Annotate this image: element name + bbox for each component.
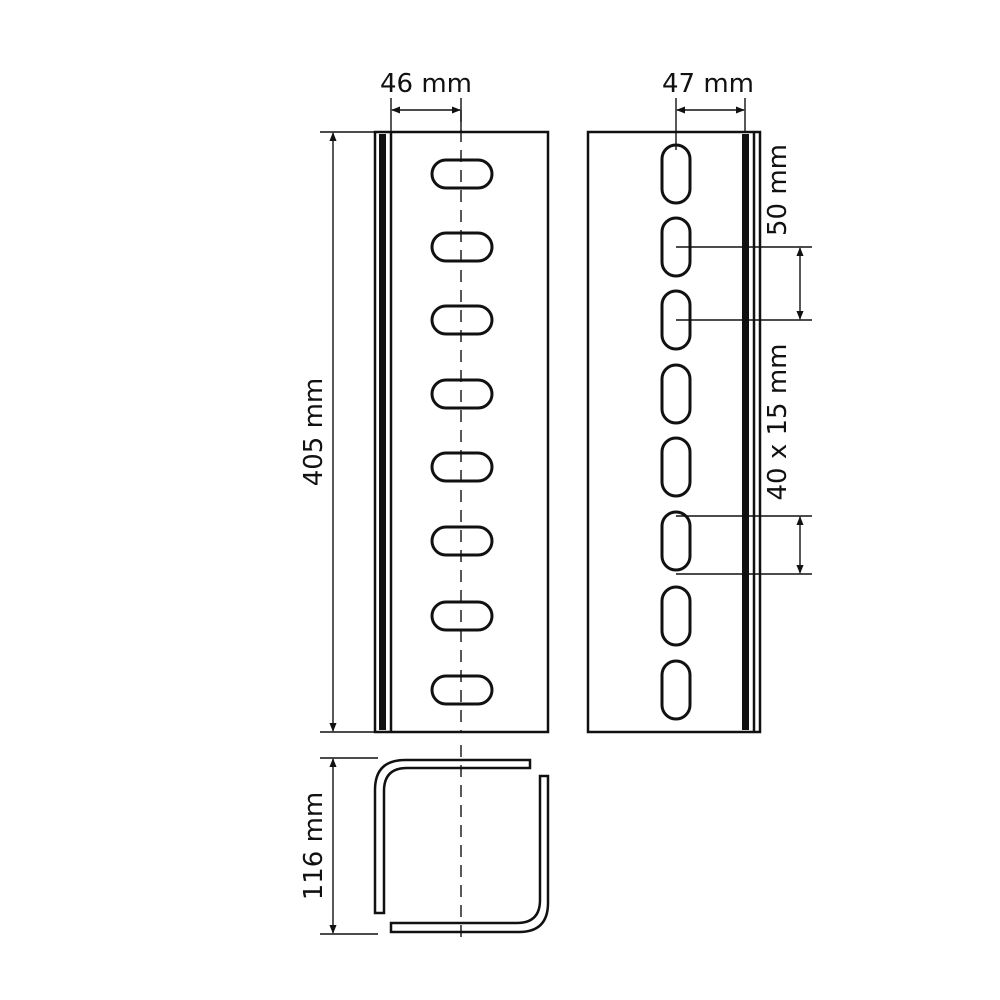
slot-vertical — [660, 363, 692, 425]
width-side-label: 47 mm — [662, 69, 754, 99]
profile-section: 116 mm — [299, 745, 550, 940]
dimension-slot-pitch: 50 mm — [676, 144, 812, 321]
profile-depth-label: 116 mm — [299, 792, 329, 901]
slot-horizontal — [430, 525, 494, 557]
slot-size-label: 40 x 15 mm — [763, 343, 793, 500]
dimension-width-front: 46 mm — [380, 69, 472, 132]
slot-horizontal — [430, 674, 494, 706]
width-front-label: 46 mm — [380, 69, 472, 99]
slot-horizontal — [430, 451, 494, 483]
slot-vertical — [660, 659, 692, 721]
profile-inner-bend — [389, 774, 550, 934]
front-view-slots — [430, 158, 494, 706]
height-label: 405 mm — [299, 378, 329, 487]
side-view-flange-edge — [742, 134, 749, 730]
slot-vertical — [660, 585, 692, 647]
dimension-slot-size: 40 x 15 mm — [676, 343, 812, 575]
side-view-slots — [660, 143, 692, 721]
slot-pitch-label: 50 mm — [763, 144, 793, 236]
slot-horizontal — [430, 600, 494, 632]
slot-vertical — [660, 436, 692, 498]
front-view-outline — [373, 130, 550, 734]
slot-horizontal — [430, 158, 494, 190]
slot-horizontal — [430, 304, 494, 336]
profile-outer-bend — [373, 758, 532, 915]
dimension-width-side: 47 mm — [662, 69, 754, 150]
slot-vertical — [660, 510, 692, 572]
side-view-outline — [586, 130, 762, 734]
side-view — [586, 130, 762, 734]
slot-horizontal — [430, 231, 494, 263]
slot-horizontal — [430, 378, 494, 410]
front-view-flange-edge — [379, 134, 386, 730]
front-view — [373, 110, 550, 734]
slot-vertical — [660, 143, 692, 205]
dimension-height: 405 mm — [299, 131, 375, 733]
